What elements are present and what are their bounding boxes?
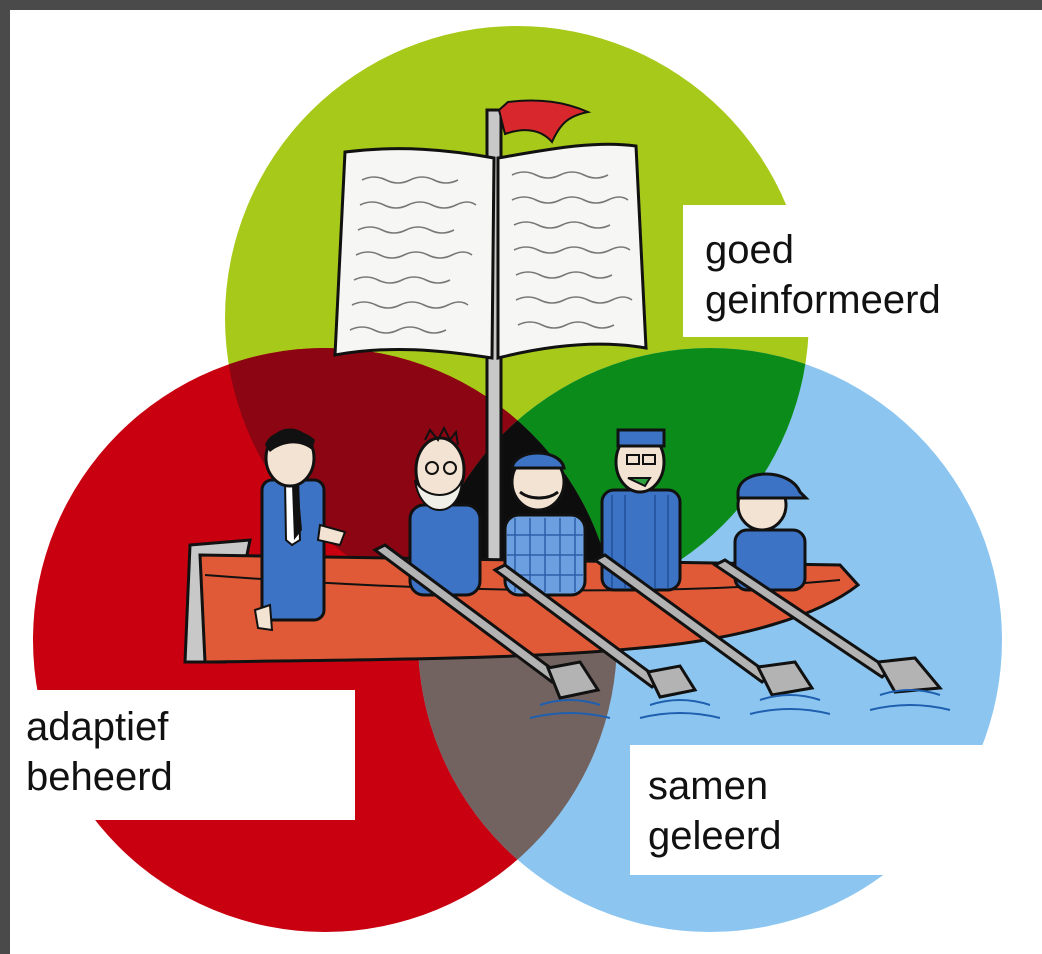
water-ripples — [529, 689, 951, 719]
oars — [372, 543, 943, 700]
label-top-line1: goed — [705, 228, 794, 272]
label-right-line1: samen — [648, 764, 769, 808]
book-sail-icon — [333, 142, 648, 360]
label-left-line1: adaptief — [26, 705, 169, 749]
figure-rower-2 — [503, 451, 587, 597]
flag-icon — [497, 99, 592, 144]
label-right-line2: geleerd — [648, 814, 782, 858]
label-top-line2: geinformeerd — [705, 278, 941, 322]
boat-illustration — [183, 99, 951, 719]
overlap-center — [418, 348, 617, 610]
figure-rower-3 — [600, 428, 682, 592]
figure-captain — [253, 428, 347, 632]
boat-hull — [198, 553, 861, 664]
figure-rower-4 — [733, 472, 810, 592]
figure-rower-1 — [408, 425, 482, 597]
label-goed-geinformeerd: goed geinformeerd — [683, 205, 1007, 337]
label-left-line2: beheerd — [26, 755, 173, 799]
label-adaptief-beheerd: adaptief beheerd — [10, 690, 355, 820]
label-samen-geleerd: samen geleerd — [630, 745, 1042, 875]
